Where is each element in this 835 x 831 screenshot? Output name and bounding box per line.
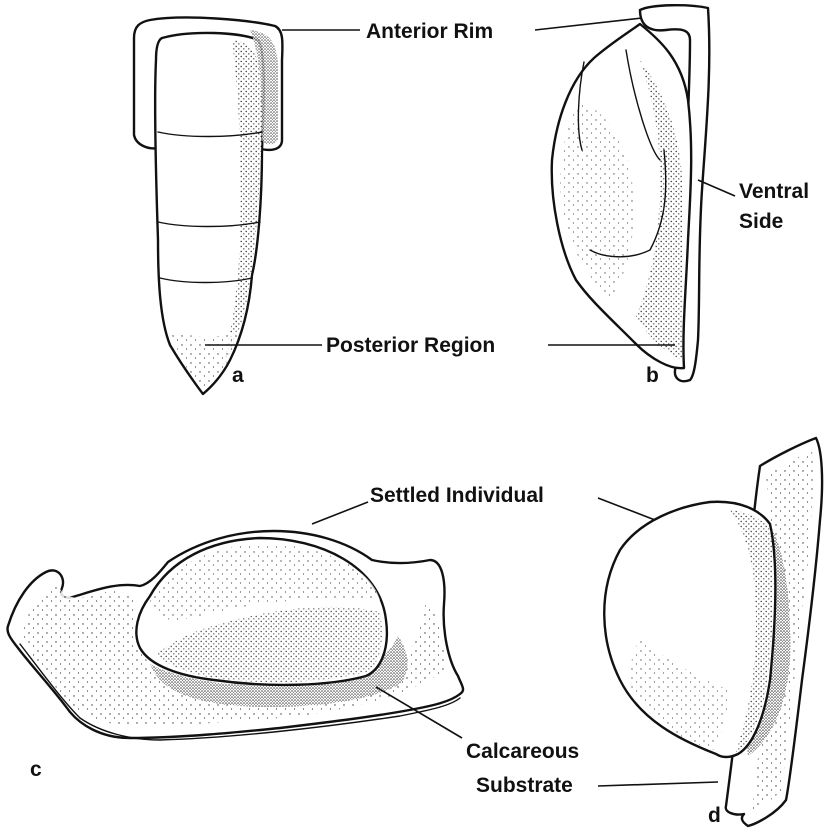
label-side: Side [739,210,783,233]
label-substrate: Substrate [476,774,573,797]
label-anterior-rim: Anterior Rim [366,20,493,43]
leader-calcareous-substrate-d [598,782,718,786]
leader-settled-individual-d [598,498,655,520]
panel-letter-a: a [232,364,244,387]
panel-letter-c: c [30,758,42,781]
panel-letter-d: d [708,804,721,827]
label-ventral: Ventral [739,180,809,203]
panel-letter-b: b [646,364,659,387]
label-posterior-region: Posterior Region [326,334,495,357]
leader-ventral-side [698,180,735,196]
leader-settled-individual-c [312,502,368,524]
larva-dorsal-view [134,18,282,394]
label-settled-individual: Settled Individual [370,484,544,507]
larva-lateral-view [552,5,710,381]
leader-anterior-rim-b [535,18,642,30]
label-calcareous: Calcareous [466,740,579,763]
settled-individual-view-c [7,531,463,740]
settled-individual-view-d [604,438,822,826]
